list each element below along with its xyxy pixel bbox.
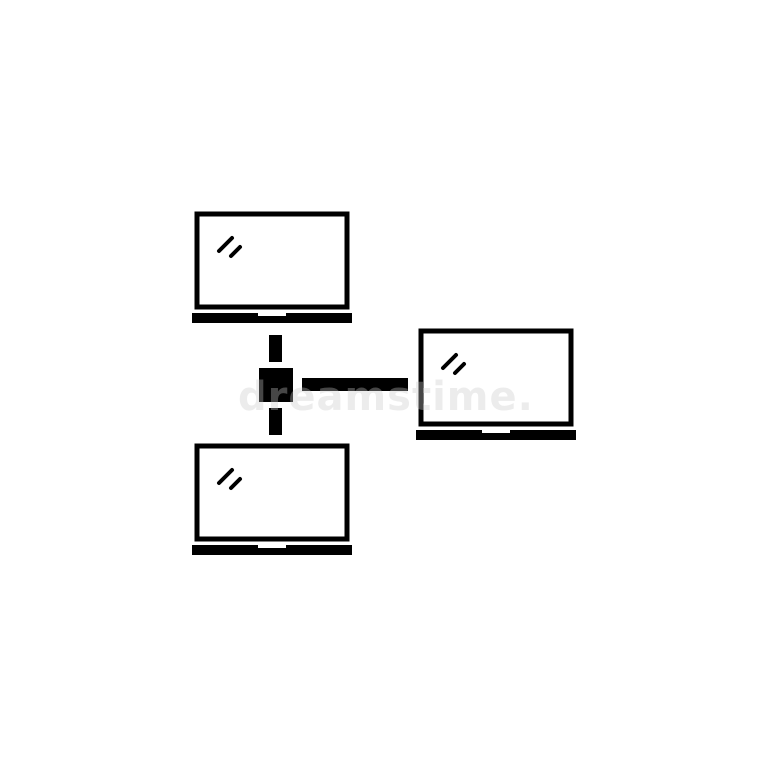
laptop-bottom-screen <box>194 443 350 542</box>
laptop-top-icon <box>192 211 352 323</box>
laptop-bottom-glare-long <box>217 468 234 485</box>
connector-upper-segment <box>269 335 282 362</box>
laptop-top-glare-long <box>217 236 234 253</box>
network-connector <box>259 335 408 435</box>
laptop-bottom-notch <box>258 545 286 548</box>
hub-junction <box>259 368 293 402</box>
laptop-right-glare-long <box>441 353 458 370</box>
laptop-bottom-glare-short <box>229 477 242 490</box>
laptop-right-notch <box>482 430 510 433</box>
laptop-bottom-icon <box>192 443 352 555</box>
laptop-top-base <box>192 313 352 323</box>
laptop-right-icon <box>416 328 576 440</box>
connector-horizontal-link <box>302 378 408 391</box>
laptop-top-glare-short <box>229 245 242 258</box>
laptop-right-screen <box>418 328 574 427</box>
laptop-bottom-base <box>192 545 352 555</box>
connector-lower-segment <box>269 408 282 435</box>
laptop-top-notch <box>258 313 286 316</box>
laptop-right-base <box>416 430 576 440</box>
laptop-top-screen <box>194 211 350 310</box>
laptop-right-glare-short <box>453 362 466 375</box>
